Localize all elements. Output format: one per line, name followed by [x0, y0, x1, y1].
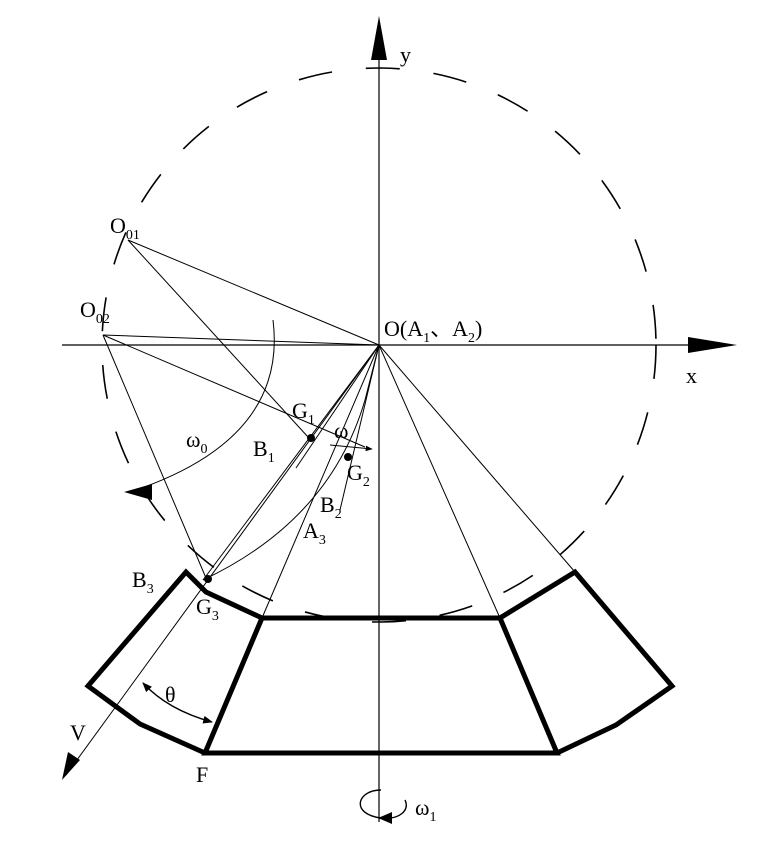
label-omega: ω	[334, 418, 348, 443]
omega1-rotation-symbol	[359, 789, 407, 824]
label-omega1: ω1	[415, 795, 436, 825]
y-axis-arrowhead	[371, 16, 387, 60]
label-o01: O01	[110, 213, 140, 243]
label-g2: G2	[347, 460, 370, 490]
origin-label: O(A1、A2)	[384, 316, 482, 346]
label-theta: θ	[165, 682, 176, 707]
v-arrowhead	[62, 752, 80, 780]
x-axis-label: x	[686, 363, 697, 388]
omega-direction-arrow	[329, 444, 373, 452]
label-b1: B1	[253, 436, 275, 466]
y-axis-label: y	[400, 42, 411, 67]
point-g1	[307, 434, 315, 442]
omega0-arrowhead	[124, 484, 152, 500]
construction-lines	[65, 239, 576, 776]
label-b2: B2	[320, 492, 342, 522]
label-g3: G3	[196, 594, 219, 624]
cutter-outline	[84, 568, 676, 756]
theta-arc	[142, 682, 213, 724]
x-axis-arrowhead	[688, 337, 737, 353]
label-g1: G1	[292, 398, 315, 428]
label-v: V	[70, 720, 86, 745]
label-omega0: ω0	[186, 427, 207, 457]
point-g3	[204, 575, 212, 583]
point-g2	[344, 453, 352, 461]
label-o02: O02	[80, 297, 110, 327]
label-a3: A3	[303, 518, 326, 548]
label-b3: B3	[132, 567, 154, 597]
label-f: F	[196, 762, 208, 787]
